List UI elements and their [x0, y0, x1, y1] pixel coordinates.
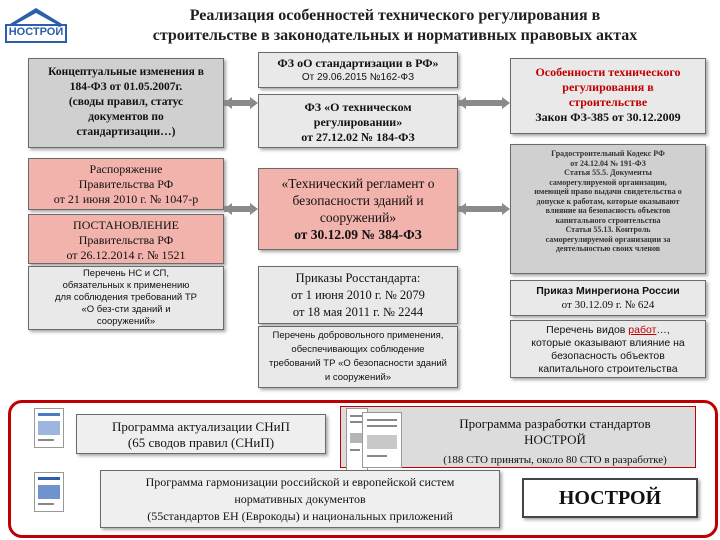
urban-planning-code-box: Градостроительный Кодекс РФ от 24.12.04 …	[510, 144, 706, 274]
arrow-left-icon	[224, 97, 232, 109]
works-list-box: Перечень видов работ…, которые оказывают…	[510, 320, 706, 378]
nostroy-logo: НОСТРОЙ	[4, 4, 68, 52]
snip-update-program-box: Программа актуализации СНиП (65 сводов п…	[76, 414, 326, 454]
harmonization-program-box: Программа гармонизации российской и евро…	[100, 470, 500, 528]
house-roof-icon	[5, 8, 67, 43]
technical-regulation-384-box: «Технический регламент о безопасности зд…	[258, 168, 458, 250]
concept-changes-box: Концептуальные изменения в 184-ФЗ от 01.…	[28, 58, 224, 148]
arrow-left-icon	[458, 203, 466, 215]
connector-order-fz384	[224, 206, 250, 212]
connector-concept-fz184	[224, 100, 250, 106]
fz-385-box: Особенности технического регулирования в…	[510, 58, 706, 134]
arrow-right-icon	[250, 97, 258, 109]
sto-document-thumbnail-2	[362, 412, 402, 468]
eurocode-document-thumbnail	[34, 472, 64, 512]
minregion-order-box: Приказ Минрегиона России от 30.12.09 г. …	[510, 280, 706, 316]
arrow-right-icon	[502, 97, 510, 109]
arrow-right-icon	[250, 203, 258, 215]
sto-status-note: (188 СТО приняты, около 80 СТО в разрабо…	[443, 454, 667, 466]
connector-fz184-fz385	[458, 100, 502, 106]
government-order-box: Распоряжение Правительства РФ от 21 июня…	[28, 158, 224, 210]
arrow-right-icon	[502, 203, 510, 215]
nostroy-standards-program-title: Программа разработки стандартов НОСТРОЙ	[459, 416, 651, 447]
rosstandart-orders-box: Приказы Росстандарта: от 1 июня 2010 г. …	[258, 266, 458, 324]
connector-fz384-gradcode	[458, 206, 502, 212]
government-resolution-box: ПОСТАНОВЛЕНИЕ Правительства РФ от 26.12.…	[28, 214, 224, 264]
page-title: Реализация особенностей технического рег…	[152, 7, 638, 44]
mandatory-standards-list-box: Перечень НС и СП, обязательных к примене…	[28, 266, 224, 330]
fz-162-box: ФЗ оО стандартизации в РФ» От 29.06.2015…	[258, 52, 458, 88]
logo-text: НОСТРОЙ	[8, 26, 64, 38]
arrow-left-icon	[458, 97, 466, 109]
snip-document-thumbnail	[34, 408, 64, 448]
works-link[interactable]: работ	[628, 324, 657, 336]
nostroy-badge: НОСТРОЙ	[522, 478, 698, 518]
voluntary-standards-list-box: Перечень добровольного применения, обесп…	[258, 326, 458, 388]
arrow-left-icon	[224, 203, 232, 215]
fz-184-box: ФЗ «О техническом регулировании» от 27.1…	[258, 94, 458, 148]
